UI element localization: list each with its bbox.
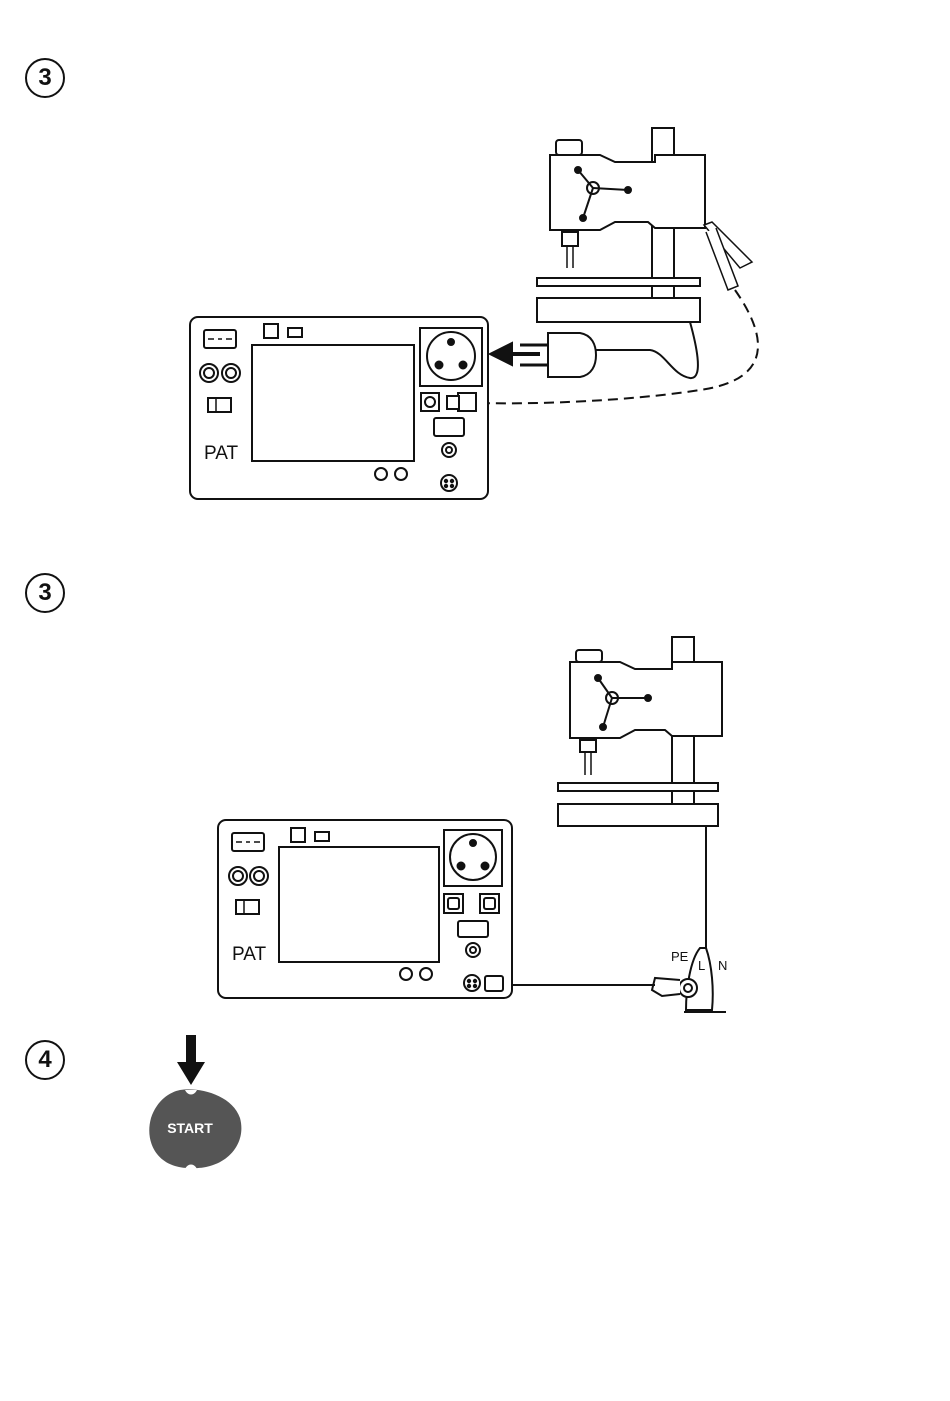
diagram-1 <box>190 128 758 499</box>
pat-device-icon <box>190 317 488 499</box>
pat-label: PAT <box>232 944 267 965</box>
start-button-label: START <box>167 1120 213 1136</box>
diagram-2 <box>218 637 726 1012</box>
arrow-left-icon <box>490 343 512 365</box>
pat-device-icon <box>218 820 512 998</box>
pat-label: PAT <box>204 443 239 464</box>
press-arrow-icon <box>177 1035 205 1085</box>
n-label: N <box>718 958 727 973</box>
pe-label: PE <box>671 949 689 964</box>
drill-press-icon <box>558 637 722 826</box>
current-clamp-icon <box>652 948 726 1012</box>
start-button[interactable]: START <box>149 1089 241 1169</box>
l-label: L <box>698 958 705 973</box>
drill-press-icon <box>537 128 752 322</box>
